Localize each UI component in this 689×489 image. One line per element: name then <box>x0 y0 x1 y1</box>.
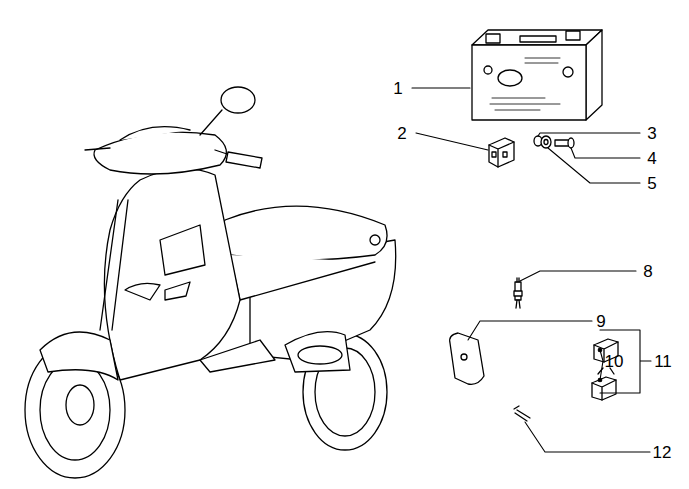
scooter-drawing <box>25 87 396 478</box>
callout-number: 10 <box>605 353 624 370</box>
callout-number: 4 <box>647 150 656 167</box>
callout-number: 5 <box>647 175 656 192</box>
small-parts <box>450 136 618 421</box>
callout-number: 2 <box>397 125 406 142</box>
callout-number: 1 <box>393 80 402 97</box>
battery-drawing <box>472 30 602 120</box>
leader-lines <box>412 88 651 452</box>
callout-number: 3 <box>647 125 656 142</box>
callout-number: 8 <box>643 263 652 280</box>
callout-number: 9 <box>596 313 605 330</box>
callout-number: 11 <box>654 353 672 370</box>
callout-number: 12 <box>653 444 672 461</box>
